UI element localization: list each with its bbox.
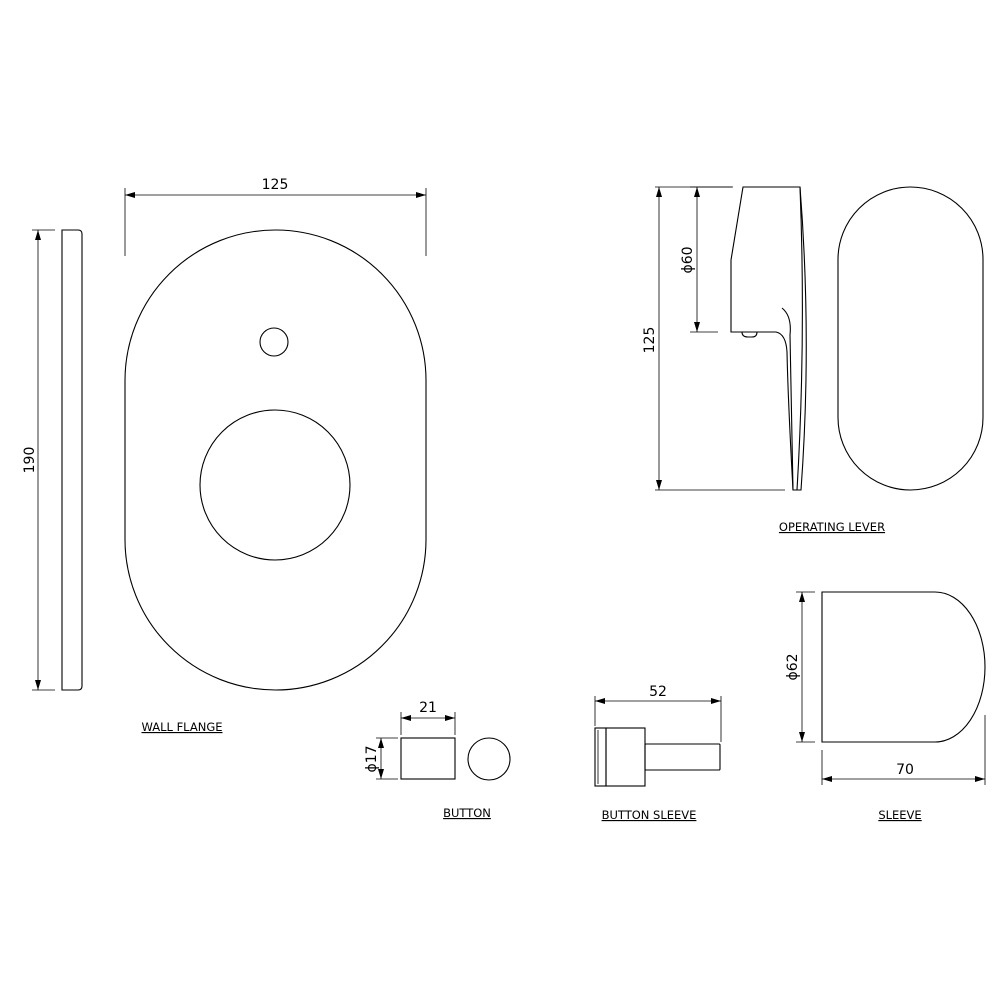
button-sleeve-side-view bbox=[594, 727, 721, 787]
dimension-label: 21 bbox=[419, 700, 437, 716]
dimension-label: 125 bbox=[262, 177, 289, 193]
wall-flange-label: WALL FLANGE bbox=[141, 720, 222, 734]
dimension-sleeve-diameter: ϕ62 bbox=[785, 591, 815, 743]
dimension-lever-height: 125 bbox=[642, 186, 785, 491]
wall-flange-front-view bbox=[124, 229, 427, 691]
dimension-lever-diameter: ϕ60 bbox=[680, 186, 733, 333]
dimension-label: 70 bbox=[896, 762, 914, 778]
dimension-label: ϕ62 bbox=[785, 653, 801, 680]
dimension-sleeve-length: 70 bbox=[821, 715, 986, 785]
button-front-view bbox=[467, 737, 511, 781]
dimension-label: 125 bbox=[642, 327, 658, 354]
dimension-label: ϕ60 bbox=[680, 246, 696, 273]
operating-lever-side-view bbox=[730, 186, 807, 491]
button-hole bbox=[259, 327, 289, 357]
button-label: BUTTON bbox=[443, 806, 491, 820]
button-side-view bbox=[400, 737, 456, 780]
sleeve-side-view bbox=[821, 591, 986, 743]
operating-lever-front-view bbox=[837, 186, 984, 491]
dimension-button-length: 21 bbox=[400, 700, 456, 735]
button-sleeve-label: BUTTON SLEEVE bbox=[602, 808, 697, 822]
wall-flange-side-view bbox=[61, 229, 83, 691]
lever-hole bbox=[199, 409, 351, 561]
dimension-label: 52 bbox=[649, 684, 667, 700]
operating-lever-label: OPERATING LEVER bbox=[779, 520, 885, 534]
sleeve-label: SLEEVE bbox=[878, 808, 921, 822]
dimension-flange-height: 190 bbox=[22, 229, 55, 691]
dimension-button-diameter: ϕ17 bbox=[364, 737, 398, 780]
dimension-label: 190 bbox=[22, 447, 38, 474]
dimension-label: ϕ17 bbox=[364, 745, 380, 772]
dimension-button-sleeve-length: 52 bbox=[594, 684, 722, 742]
dimension-flange-width: 125 bbox=[124, 177, 427, 256]
